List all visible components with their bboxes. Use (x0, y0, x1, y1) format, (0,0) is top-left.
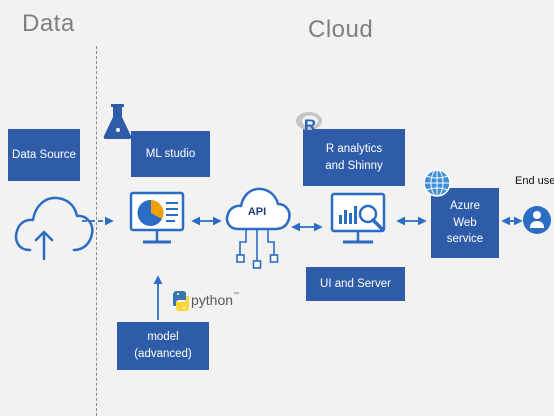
data-cloud-divider (96, 46, 97, 416)
r-analytics-box: R analytics and Shinny (303, 129, 405, 186)
ml-studio-box: ML studio (131, 131, 210, 177)
cloud-upload-icon (14, 196, 94, 261)
model-advanced-box: model (advanced) (117, 322, 209, 370)
analytics-monitor-icon (330, 192, 386, 244)
heading-data: Data (22, 10, 75, 37)
user-icon (523, 206, 551, 234)
python-trademark: ™ (233, 291, 239, 298)
heading-cloud: Cloud (308, 16, 374, 43)
azure-web-service-box: Azure Web service (431, 188, 499, 258)
end-user-label: End user (515, 175, 554, 187)
ui-server-box: UI and Server (306, 267, 405, 301)
flask-icon (103, 104, 132, 139)
python-label: python (191, 292, 233, 308)
r-logo-icon: R (296, 112, 322, 135)
r-logo-letter: R (304, 116, 316, 135)
python-logo-icon: python ™ (173, 291, 239, 311)
data-source-box: Data Source (8, 129, 80, 181)
api-label: API (248, 206, 266, 218)
azure-globe-icon (423, 169, 451, 197)
dashboard-monitor-icon (129, 191, 185, 244)
api-cloud-icon: API (225, 187, 291, 269)
